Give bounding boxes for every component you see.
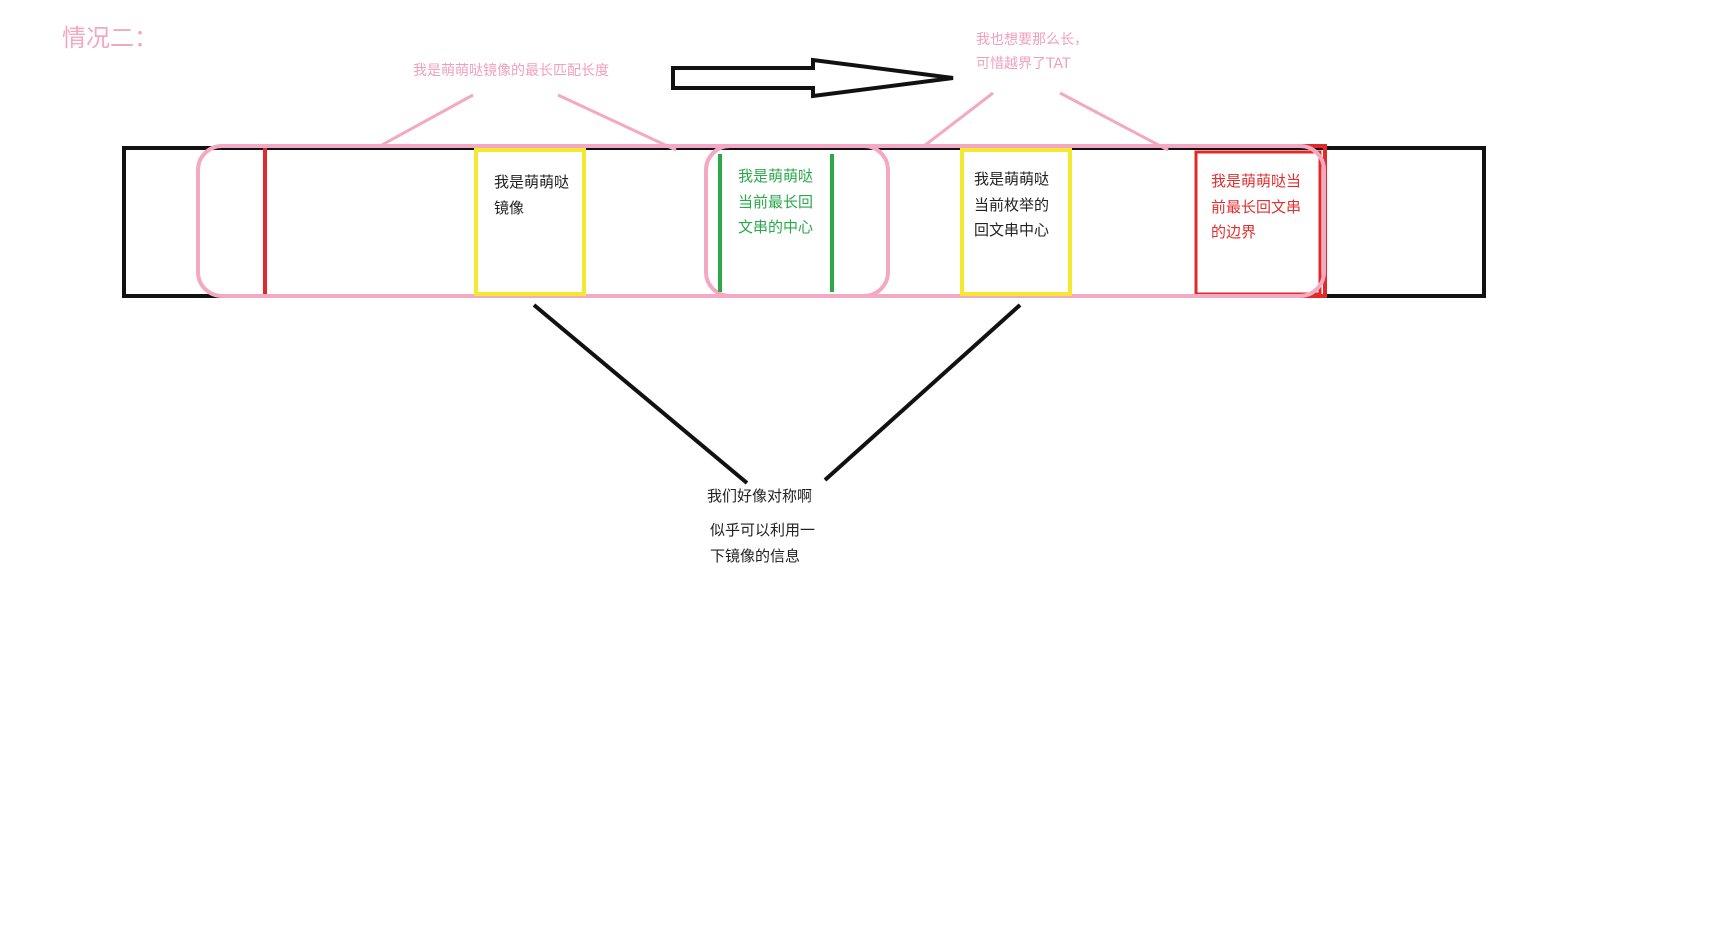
mirror-match-length-label: 我是萌萌哒镜像的最长匹配长度	[413, 63, 609, 79]
mirror-box	[474, 148, 586, 296]
enum-center-box	[960, 148, 1072, 296]
boundary-label: 我是萌萌哒当 前最长回文串 的边界	[1211, 172, 1302, 241]
black-connector	[823, 303, 1022, 482]
pink-connector	[923, 91, 994, 148]
pink-connector	[557, 93, 677, 152]
symmetric-label: 我们好像对称啊	[707, 487, 813, 505]
use-mirror-label: 似乎可以利用一 下镜像的信息	[710, 521, 816, 565]
mirror-label: 我是萌萌哒 镜像	[494, 173, 570, 217]
black-connector	[532, 303, 749, 485]
out-of-bounds-label: 我也想要那么长， 可惜越界了TAT	[976, 32, 1088, 72]
pink-connector	[1059, 91, 1169, 152]
diagram-title: 情况二：	[62, 24, 158, 52]
arrow-icon	[671, 57, 954, 99]
current-center-label: 我是萌萌哒 当前最长回 文串的中心	[738, 167, 814, 236]
pink-connector	[379, 93, 474, 148]
enum-center-label: 我是萌萌哒 当前枚举的 回文串中心	[974, 170, 1050, 239]
